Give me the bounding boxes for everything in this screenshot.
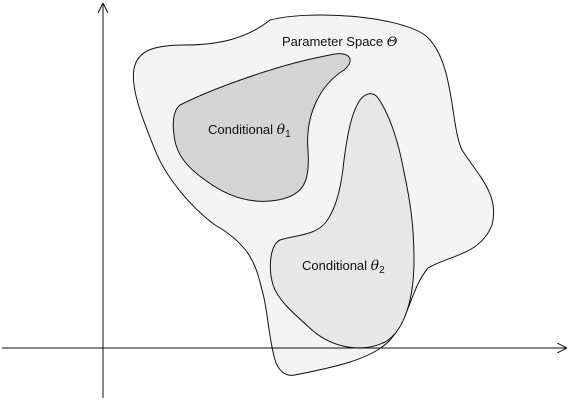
conditional-2-symbol: θ: [371, 258, 380, 274]
conditional-2-region: [269, 93, 415, 349]
conditional-1-region: [172, 53, 351, 202]
conditional-1-symbol: θ: [277, 122, 286, 138]
conditional-2-subscript: 2: [379, 265, 385, 276]
parameter-space-label-text: Parameter Space: [282, 34, 387, 49]
conditional-2-label: Conditional θ2: [302, 258, 385, 276]
conditional-1-label: Conditional θ1: [208, 122, 291, 140]
conditional-1-label-text: Conditional: [208, 122, 277, 137]
conditional-2-label-text: Conditional: [302, 258, 371, 273]
conditional-1-subscript: 1: [285, 129, 291, 140]
parameter-space-label: Parameter Space Θ: [282, 34, 398, 50]
parameter-space-symbol: Θ: [387, 35, 398, 50]
